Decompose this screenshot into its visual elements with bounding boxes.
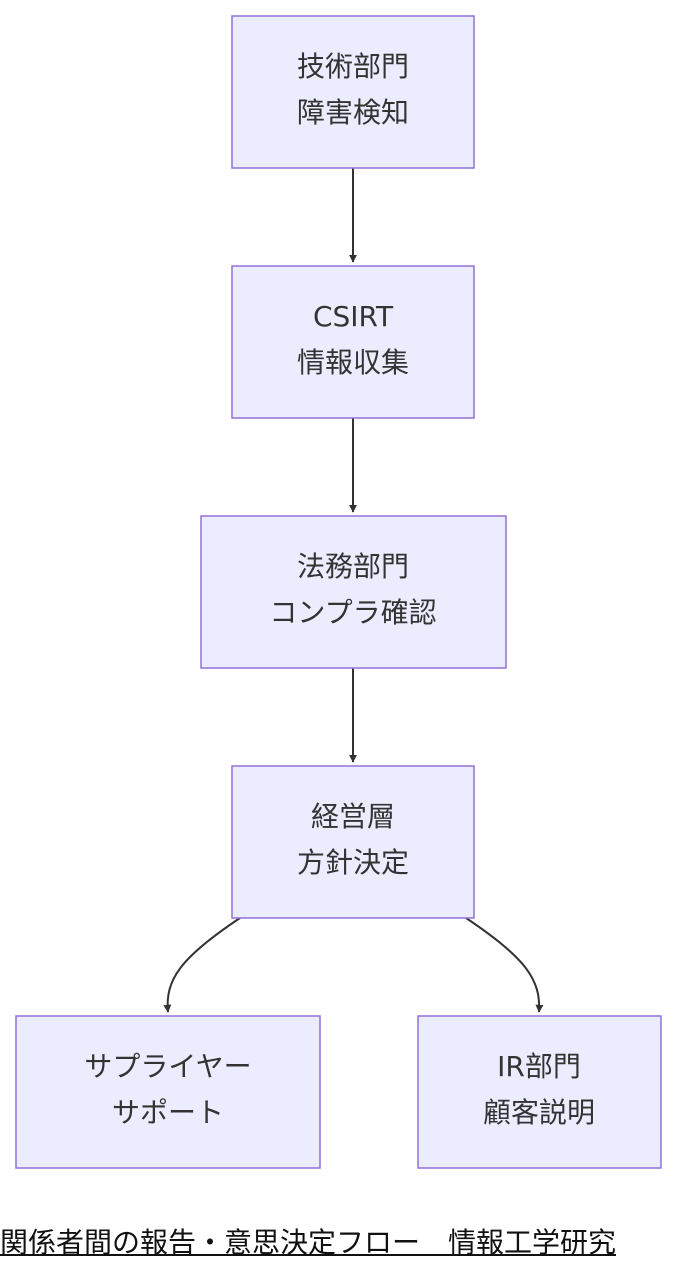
node-ir: IR部門 顧客説明 bbox=[417, 1015, 662, 1169]
node-csirt: CSIRT 情報収集 bbox=[231, 265, 475, 419]
node-supplier-line-1: サプライヤー bbox=[84, 1050, 251, 1083]
node-mgmt-line-2: 方針決定 bbox=[297, 846, 409, 879]
node-supplier: サプライヤー サポート bbox=[15, 1015, 321, 1169]
node-legal: 法務部門 コンプラ確認 bbox=[200, 515, 507, 669]
node-csirt-line-1: CSIRT bbox=[313, 300, 394, 333]
node-legal-line-2: コンプラ確認 bbox=[269, 596, 436, 629]
node-ir-line-1: IR部門 bbox=[497, 1050, 581, 1083]
node-tech: 技術部門 障害検知 bbox=[231, 15, 475, 169]
node-csirt-line-2: 情報収集 bbox=[297, 346, 409, 379]
flowchart: 技術部門 障害検知 CSIRT 情報収集 法務部門 コンプラ確認 経営層 方針決… bbox=[15, 15, 662, 1169]
node-ir-line-2: 顧客説明 bbox=[483, 1096, 595, 1129]
node-mgmt-line-1: 経営層 bbox=[311, 800, 395, 833]
node-legal-line-1: 法務部門 bbox=[297, 550, 409, 583]
edge-mgmt-to-ir bbox=[465, 917, 544, 1013]
node-tech-line-1: 技術部門 bbox=[297, 50, 409, 83]
node-supplier-line-2: サポート bbox=[112, 1096, 224, 1129]
edge-mgmt-to-supplier bbox=[163, 917, 241, 1013]
node-tech-line-2: 障害検知 bbox=[297, 96, 409, 129]
node-mgmt: 経営層 方針決定 bbox=[231, 765, 475, 919]
diagram-caption: 関係者間の報告・意思決定フロー 情報工学研究 bbox=[0, 1226, 617, 1259]
edges bbox=[163, 168, 544, 1013]
